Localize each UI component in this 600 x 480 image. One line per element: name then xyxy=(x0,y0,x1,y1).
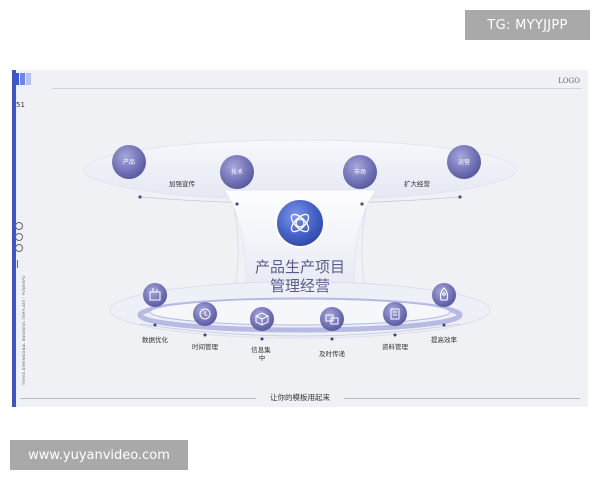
top-label-right: 扩大经营 xyxy=(404,179,431,188)
top-label-left: 加强宣传 xyxy=(169,179,196,188)
item-time-manage[interactable] xyxy=(193,302,217,326)
item-label-line: 中 xyxy=(259,353,266,362)
item-doc-manage[interactable] xyxy=(383,302,407,326)
top-node-label: 市场 xyxy=(354,168,366,176)
item-label-line: 信息集 xyxy=(251,345,271,354)
item-label: 提高效率 xyxy=(431,335,458,344)
atom-icon xyxy=(295,218,305,228)
page-number: 51 xyxy=(16,101,25,109)
center-title-line1: 产品生产项目 xyxy=(255,258,345,276)
item-label: 及时传递 xyxy=(319,349,346,358)
cube-icon xyxy=(255,312,269,326)
top-rule xyxy=(52,88,582,89)
top-node-product[interactable]: 产品 xyxy=(112,145,146,179)
item-transfer[interactable] xyxy=(320,307,344,331)
rocket-icon xyxy=(439,287,449,301)
footer-rule-right xyxy=(344,398,580,399)
item-label: 数据优化 xyxy=(142,335,169,344)
transfer-icon xyxy=(325,314,339,325)
footer-text: 让你的模板用起来 xyxy=(270,393,330,402)
top-node-market[interactable]: 市场 xyxy=(343,155,377,189)
corner-block xyxy=(14,73,19,85)
top-node-label: 运营 xyxy=(458,158,470,166)
nav-dash xyxy=(17,260,18,268)
footer-rule-left xyxy=(20,398,256,399)
nav-dot[interactable] xyxy=(15,244,23,252)
center-emblem[interactable] xyxy=(275,198,325,248)
logo: LOGO xyxy=(558,77,580,85)
bottom-ring xyxy=(149,298,451,326)
item-label: 时间管理 xyxy=(192,342,219,351)
document-icon xyxy=(390,308,400,320)
circle-node-icon xyxy=(447,145,481,179)
top-node-ops[interactable]: 运营 xyxy=(447,145,481,179)
left-accent-bar xyxy=(12,70,16,407)
top-node-label: 技术 xyxy=(231,168,243,176)
center-title-line2: 管理经营 xyxy=(270,277,330,295)
clock-icon xyxy=(199,308,211,320)
circle-node-icon xyxy=(112,145,146,179)
item-label: 资料管理 xyxy=(382,342,409,351)
slide: 51 LOGO THREE-DIMENSIONAL BUSINESS TEMPL… xyxy=(12,70,588,407)
item-info-focus[interactable] xyxy=(250,307,274,331)
top-node-tech[interactable]: 技术 xyxy=(220,155,254,189)
circle-node-icon xyxy=(220,155,254,189)
nav-dot[interactable] xyxy=(15,233,23,241)
item-label: 信息集 中 xyxy=(251,345,273,362)
diagram-stage: 产品 技术 市场 运营 加强宣传 扩大经营 产品生产项目 管理经营 xyxy=(83,139,517,362)
top-node-label: 产品 xyxy=(123,158,135,166)
nav-dot[interactable] xyxy=(15,222,23,230)
corner-block xyxy=(20,73,25,85)
corner-block xyxy=(26,73,31,85)
circle-node-icon xyxy=(343,155,377,189)
item-data-optimize[interactable] xyxy=(143,283,167,307)
watermark-top: TG: MYYJJPP xyxy=(465,10,590,40)
watermark-bottom: www.yuyanvideo.com xyxy=(10,440,188,470)
building-icon xyxy=(149,288,161,301)
bottom-arc-line xyxy=(139,323,461,337)
item-efficiency[interactable] xyxy=(432,283,456,307)
